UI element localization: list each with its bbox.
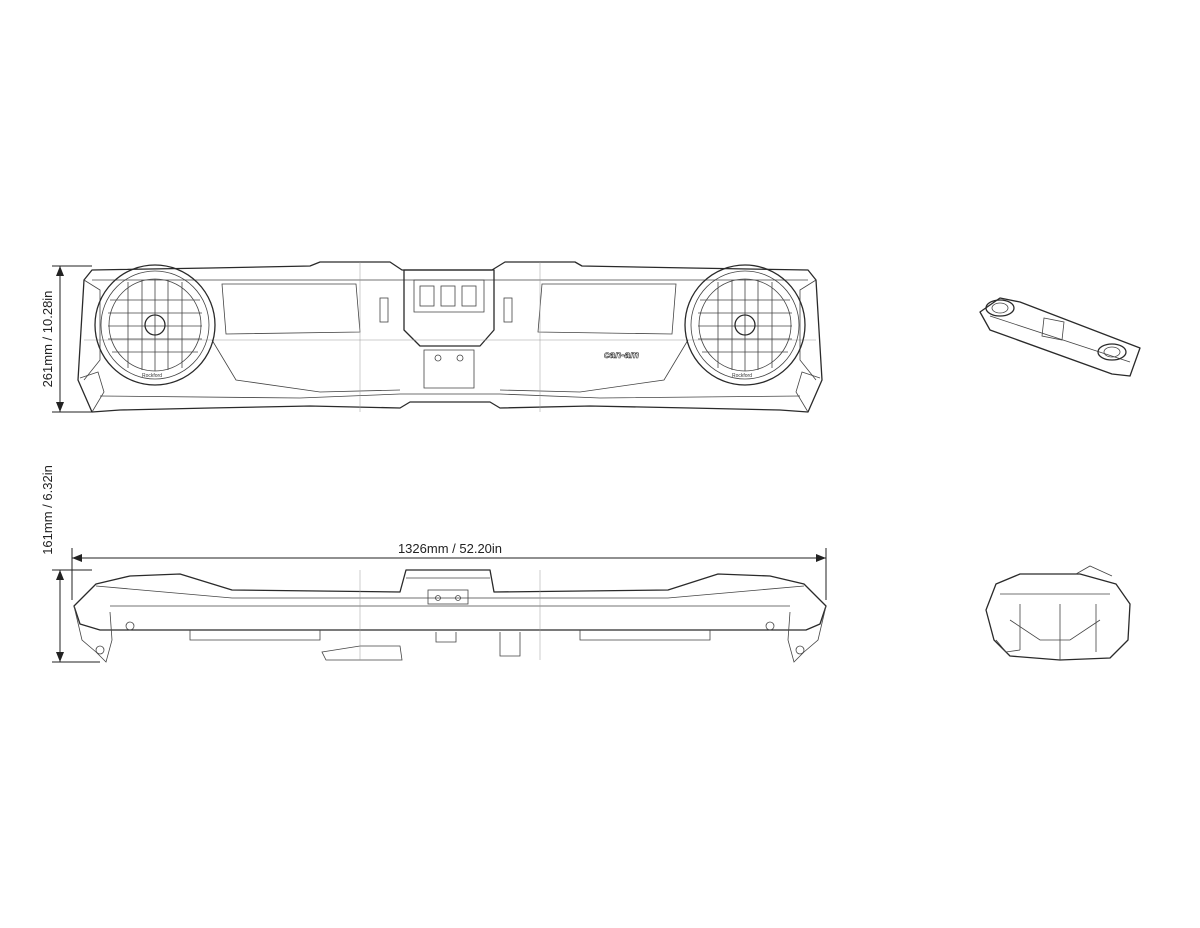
dimension-width [71, 548, 827, 600]
front-view: Rockford Rockford can-am [77, 261, 823, 413]
dimension-height-front-label: 261mm / 10.28in [40, 291, 55, 388]
dimension-width-label: 1326mm / 52.20in [398, 541, 502, 556]
speaker-right: Rockford [684, 264, 806, 386]
isometric-view-top [979, 297, 1141, 377]
speaker-right-badge: Rockford [732, 373, 752, 379]
dimension-height-side [52, 569, 100, 663]
isometric-view-bottom [985, 565, 1131, 661]
dimension-height-front [52, 265, 92, 413]
dimension-height-side-label: 161mm / 6.32in [40, 465, 55, 555]
can-am-logo: can-am [604, 350, 639, 361]
side-view [73, 569, 827, 663]
speaker-left: Rockford [94, 264, 216, 386]
speaker-left-badge: Rockford [142, 373, 162, 379]
